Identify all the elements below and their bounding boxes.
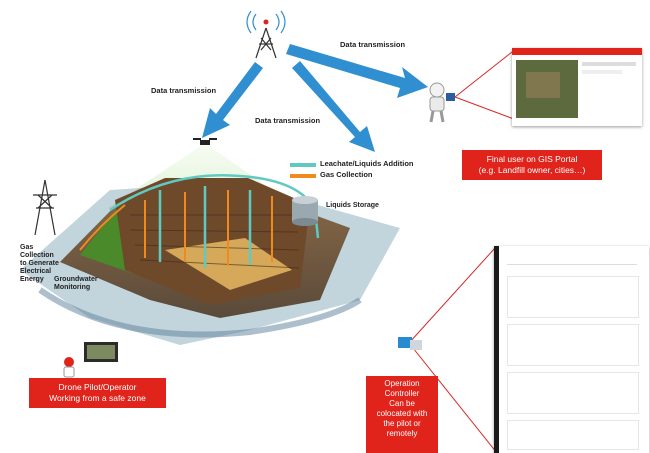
storage-tank-icon bbox=[292, 196, 318, 226]
label-gas-collection: Gas Collection to Generate Electrical En… bbox=[20, 244, 59, 284]
data-arrows bbox=[202, 44, 428, 152]
label-liquids-storage: Liquids Storage bbox=[326, 202, 379, 209]
portal-header bbox=[512, 48, 642, 55]
remote-controller-icon bbox=[84, 342, 118, 362]
legend-label-leachate: Leachate/Liquids Addition bbox=[320, 159, 414, 169]
arrow-label-tower-to-landfill: Data transmission bbox=[255, 116, 321, 125]
operator-laptop-icon bbox=[398, 337, 422, 350]
portal-map bbox=[516, 60, 578, 118]
power-pylon-icon bbox=[33, 179, 57, 236]
legend-swatch-gas bbox=[290, 173, 316, 178]
user-figure-icon bbox=[429, 82, 445, 123]
drone-icon bbox=[193, 138, 217, 145]
gis-portal-screenshot bbox=[512, 48, 642, 126]
antenna-tower-icon bbox=[246, 10, 286, 59]
person-icon bbox=[63, 357, 75, 378]
arrow-label-tower-to-user: Data transmission bbox=[340, 40, 406, 49]
landfill-illustration bbox=[20, 174, 400, 345]
arrow-label-tower-to-drone: Data transmission bbox=[151, 86, 217, 95]
legend-item-gas: Gas Collection bbox=[290, 170, 413, 181]
label-groundwater-monitoring: Groundwater Monitoring bbox=[54, 276, 98, 292]
controller-dashboard-screenshot bbox=[494, 246, 649, 453]
legend-item-leachate: Leachate/Liquids Addition bbox=[290, 159, 413, 170]
callout-final-user: Final user on GIS Portal (e.g. Landfill … bbox=[462, 150, 602, 180]
laptop-icon bbox=[446, 93, 455, 101]
legend-label-gas: Gas Collection bbox=[320, 170, 373, 180]
callout-drone-pilot: Drone Pilot/Operator Working from a safe… bbox=[29, 378, 166, 408]
legend: Leachate/Liquids Addition Gas Collection bbox=[290, 159, 413, 181]
legend-swatch-leachate bbox=[290, 162, 316, 167]
callout-operation-controller: Operation Controller Can be colocated wi… bbox=[366, 376, 438, 453]
